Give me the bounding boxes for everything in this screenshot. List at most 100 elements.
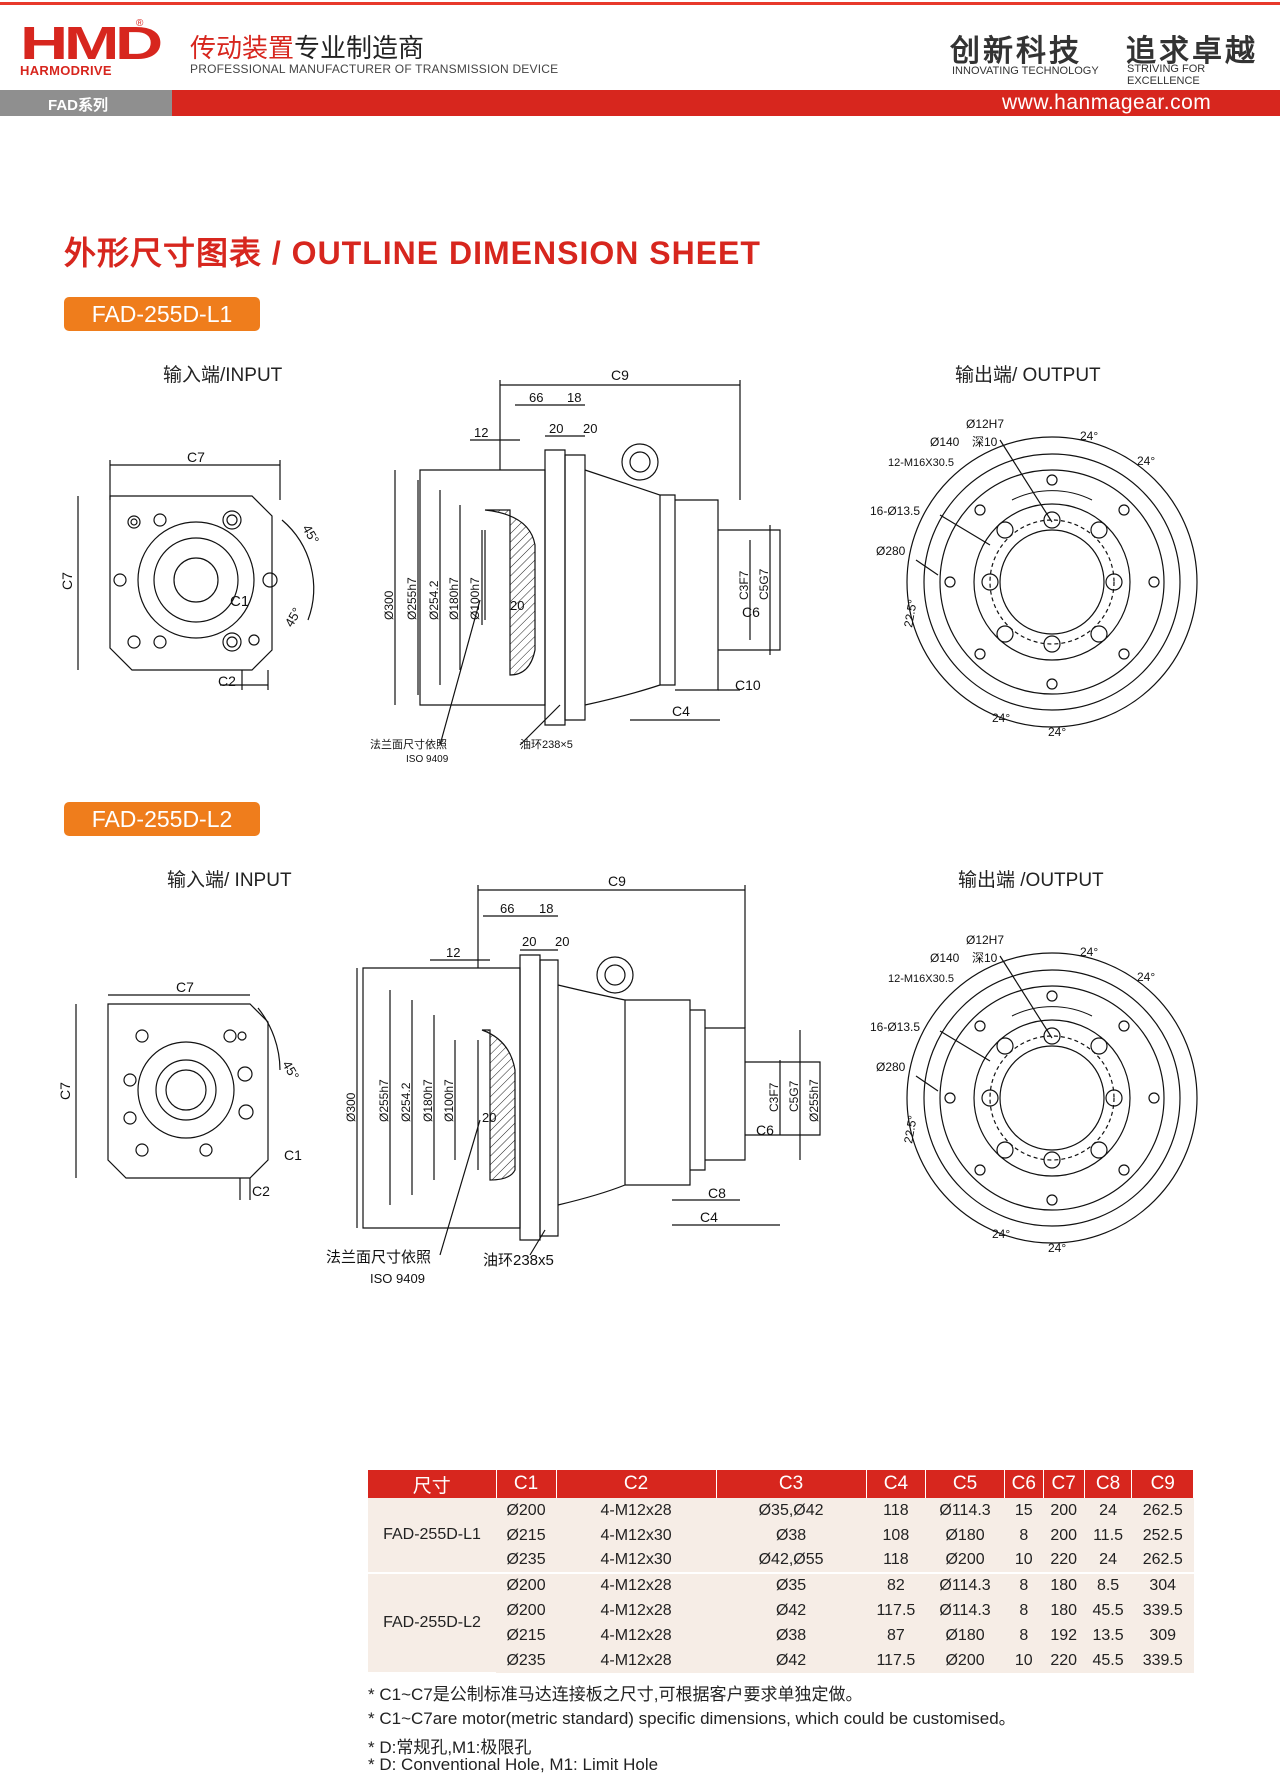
cell-c7: 192 bbox=[1043, 1623, 1085, 1648]
output-tap bbox=[1043, 1027, 1061, 1045]
flange-ring bbox=[519, 954, 541, 1241]
cell-c4: 117.5 bbox=[866, 1648, 926, 1673]
header-band bbox=[0, 90, 1280, 116]
cell-c9: 309 bbox=[1131, 1623, 1194, 1648]
output-label-l2: 输出端 /OUTPUT bbox=[958, 870, 1104, 891]
oil-ring-note: 油环238x5 bbox=[483, 1252, 554, 1269]
angle-24-label: 24° bbox=[1080, 945, 1098, 959]
cell-c1: Ø215 bbox=[496, 1523, 557, 1548]
input-bore-inner bbox=[165, 1069, 207, 1111]
table-group-l1: FAD-255D-L1 Ø200 4-M12x28 Ø35,Ø42 118 Ø1… bbox=[368, 1498, 1194, 1574]
input-label-l1: 输入端/INPUT bbox=[163, 365, 283, 386]
leader-line bbox=[999, 955, 1053, 1039]
dim-d100-label: Ø100h7 bbox=[442, 1079, 456, 1122]
angle-24-label: 24° bbox=[992, 1227, 1010, 1241]
output-label-l1: 输出端/ OUTPUT bbox=[955, 365, 1101, 386]
housing-body bbox=[557, 984, 626, 1206]
housing-mid bbox=[625, 999, 691, 1186]
output-bolt-hole bbox=[1046, 678, 1058, 690]
dim-18-label: 18 bbox=[539, 901, 553, 916]
slogan-innovation-cn: 创新科技 bbox=[950, 34, 1082, 69]
dim-c2-label: C2 bbox=[252, 1183, 270, 1199]
dim-c10-label: C10 bbox=[735, 677, 761, 693]
cell-c5: Ø114.3 bbox=[925, 1498, 1005, 1523]
cell-c8: 11.5 bbox=[1084, 1523, 1132, 1548]
dim-c1-label: C1 bbox=[284, 1147, 302, 1163]
cell-c3: Ø38 bbox=[716, 1523, 867, 1548]
output-bolt-hole bbox=[1118, 504, 1130, 516]
bolt-hole bbox=[222, 510, 242, 530]
output-slot bbox=[1011, 490, 1093, 501]
cell-c1: Ø200 bbox=[496, 1598, 557, 1623]
housing-body bbox=[584, 469, 661, 706]
dim-depth-label: 深10 bbox=[972, 435, 998, 449]
cell-c6: 8 bbox=[1004, 1623, 1044, 1648]
bolt-hole bbox=[135, 1143, 149, 1157]
col-header: C6 bbox=[1004, 1470, 1044, 1498]
col-header: C2 bbox=[556, 1470, 717, 1498]
dim-c6-label: C6 bbox=[742, 604, 760, 620]
leader-line bbox=[999, 439, 1053, 523]
cell-c3: Ø42 bbox=[716, 1598, 867, 1623]
bolt-hole bbox=[223, 1029, 237, 1043]
output-view-l2 bbox=[906, 952, 1198, 1244]
angle-24-label: 24° bbox=[1048, 725, 1066, 739]
output-view-l1 bbox=[906, 436, 1198, 728]
input-bore-mid bbox=[153, 537, 239, 623]
dim-c1-label: C1 bbox=[230, 593, 249, 610]
leader-line bbox=[915, 559, 939, 576]
output-tap bbox=[1090, 625, 1108, 643]
motor-shaft-housing bbox=[718, 529, 781, 651]
col-header: C8 bbox=[1084, 1470, 1133, 1498]
cell-c9: 339.5 bbox=[1131, 1648, 1194, 1673]
bolt-hole bbox=[153, 513, 167, 527]
input-bore-outer bbox=[137, 521, 255, 639]
output-bore bbox=[999, 1045, 1105, 1151]
output-tap bbox=[981, 1089, 999, 1107]
cell-c5: Ø180 bbox=[925, 1623, 1005, 1648]
leader-line bbox=[519, 704, 561, 746]
input-bore-outer bbox=[137, 1041, 235, 1139]
iso-note: ISO 9409 bbox=[370, 1271, 425, 1286]
hole-note-cn: * D:常规孔,M1:极限孔 bbox=[368, 1738, 532, 1757]
input-flange-outline bbox=[109, 495, 273, 671]
logo-mark: HMD bbox=[20, 17, 163, 69]
angle-225-label: 22.5° bbox=[901, 598, 920, 628]
bolt-hole bbox=[237, 1031, 247, 1041]
dim-thread-label: 12-M16X30.5 bbox=[888, 457, 954, 469]
flange-ring bbox=[564, 454, 586, 721]
cell-c6: 10 bbox=[1004, 1548, 1044, 1574]
cell-c8: 24 bbox=[1084, 1498, 1132, 1523]
output-tap bbox=[1090, 521, 1108, 539]
dimension-table: 尺寸 C1 C2 C3 C4 C5 C6 C7 C8 C9 FAD-255D-L… bbox=[368, 1470, 1194, 1674]
output-bolt-hole bbox=[974, 648, 986, 660]
cell-c8: 8.5 bbox=[1084, 1573, 1132, 1598]
cell-c1: Ø235 bbox=[496, 1548, 557, 1574]
bolt-hole bbox=[123, 1073, 137, 1087]
dim-d180-label: Ø180h7 bbox=[421, 1079, 435, 1122]
dim-d180-label: Ø180h7 bbox=[447, 577, 461, 620]
dim-holes-label: 16-Ø13.5 bbox=[870, 504, 920, 518]
adapter-plate bbox=[705, 1027, 746, 1161]
output-tap bbox=[1105, 1089, 1123, 1107]
cell-c2: 4-M12x30 bbox=[556, 1548, 717, 1574]
bolt-hole bbox=[127, 635, 141, 649]
slogan-excellence-en: STRIVING FOR EXCELLENCE bbox=[1127, 63, 1206, 87]
dim-c2-label: C2 bbox=[218, 673, 236, 689]
cell-c5: Ø200 bbox=[925, 1648, 1005, 1673]
output-flange-ring bbox=[923, 453, 1181, 711]
col-header: C5 bbox=[925, 1470, 1005, 1498]
col-header: 尺寸 bbox=[368, 1470, 497, 1498]
output-flange-ring bbox=[923, 969, 1181, 1227]
angle-24-label: 24° bbox=[1137, 970, 1155, 984]
dim-20-label: 20 bbox=[510, 598, 524, 613]
input-label-l2: 输入端/ INPUT bbox=[167, 870, 292, 891]
output-bolt-hole bbox=[944, 576, 956, 588]
lifting-eye bbox=[621, 443, 659, 481]
housing-neck bbox=[660, 494, 676, 686]
dim-12-label: 12 bbox=[474, 425, 488, 440]
website-url[interactable]: www.hanmagear.com bbox=[1002, 91, 1212, 114]
lifting-eye-inner bbox=[629, 451, 651, 473]
cell-c5: Ø200 bbox=[925, 1548, 1005, 1574]
dim-d2542-label: Ø254.2 bbox=[427, 580, 441, 620]
